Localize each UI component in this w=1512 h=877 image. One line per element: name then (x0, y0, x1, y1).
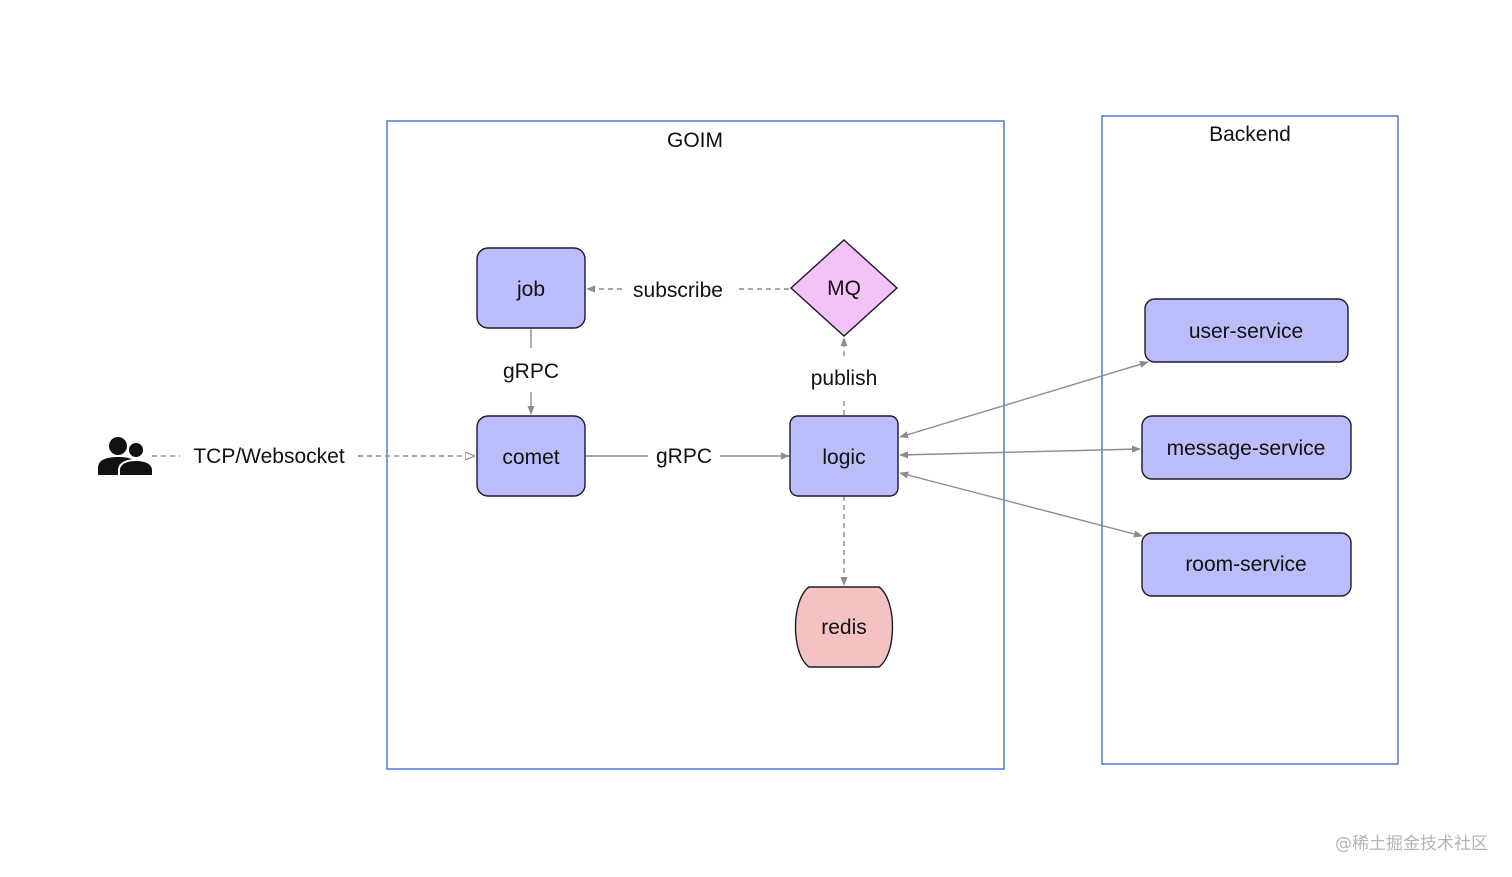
goim-group-label: GOIM (667, 129, 723, 152)
node-message-service-shape[interactable] (1141, 415, 1352, 480)
node-mq-label: MQ (827, 277, 861, 300)
node-job-shape[interactable] (476, 247, 586, 329)
edge-subscribe: subscribe (586, 279, 789, 302)
edge-subscribe-label: subscribe (633, 279, 723, 302)
goim-group: GOIM (386, 120, 1005, 770)
edge-logic-room-service (899, 471, 1143, 538)
edge-logic-message-service (899, 445, 1141, 459)
users-icon-back-head (109, 437, 127, 455)
users-icon-front-head (127, 441, 145, 459)
edge-users-comet-label: TCP/Websocket (193, 445, 344, 468)
node-logic-label: logic (822, 446, 865, 469)
node-room-service-shape[interactable] (1141, 532, 1352, 597)
node-message-service[interactable]: message-service (1141, 415, 1352, 480)
node-redis-shape[interactable] (794, 586, 894, 668)
node-mq[interactable]: MQ (789, 239, 899, 337)
node-room-service[interactable]: room-service (1141, 532, 1352, 597)
node-comet[interactable]: comet (476, 415, 586, 497)
node-redis[interactable]: redis (794, 586, 894, 668)
edge-users-comet: TCP/Websocket (152, 445, 474, 468)
node-job[interactable]: job (476, 247, 586, 329)
watermark: @稀土掘金技术社区 (1335, 834, 1488, 854)
node-user-service[interactable]: user-service (1144, 298, 1349, 363)
node-user-service-label: user-service (1189, 320, 1303, 343)
backend-group: Backend (1101, 115, 1399, 765)
node-comet-shape[interactable] (476, 415, 586, 497)
edge-job-comet: gRPC (503, 329, 559, 415)
edge-logic-user-service (899, 360, 1149, 439)
backend-group-label: Backend (1209, 123, 1291, 146)
edge-publish-label: publish (811, 367, 878, 390)
node-mq-shape[interactable] (789, 239, 899, 337)
node-logic[interactable]: logic (789, 415, 899, 497)
node-logic-shape[interactable] (789, 415, 899, 497)
edge-job-comet-label: gRPC (503, 360, 559, 383)
edge-publish: publish (811, 337, 878, 415)
edge-comet-logic-label: gRPC (656, 445, 712, 468)
users-icon-front-body (118, 458, 154, 477)
backend-group-border (1101, 115, 1399, 765)
node-redis-label: redis (821, 616, 867, 639)
node-job-label: job (516, 278, 545, 301)
users-icon (98, 437, 154, 477)
edge-comet-logic: gRPC (585, 445, 790, 468)
node-comet-label: comet (502, 446, 559, 469)
node-user-service-shape[interactable] (1144, 298, 1349, 363)
goim-group-border (386, 120, 1005, 770)
node-message-service-label: message-service (1167, 437, 1326, 460)
node-room-service-label: room-service (1185, 553, 1306, 576)
